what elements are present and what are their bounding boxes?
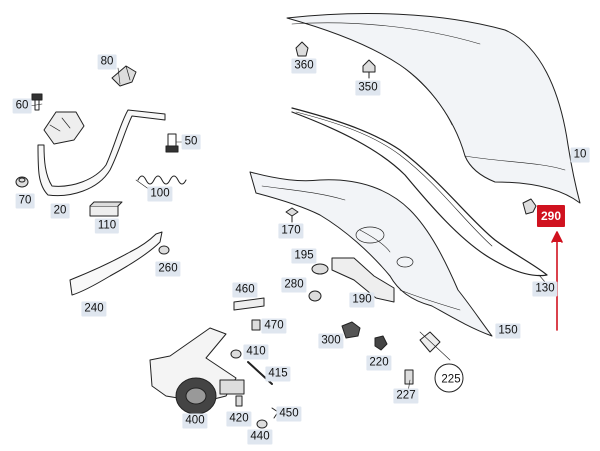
part-label-190: 190 xyxy=(349,292,375,308)
part-label-460: 460 xyxy=(232,282,258,298)
grommet-410 xyxy=(230,349,242,359)
part-label-70: 70 xyxy=(15,193,35,209)
clip-360 xyxy=(295,41,309,57)
pad-110 xyxy=(89,201,123,217)
part-label-410: 410 xyxy=(243,344,269,360)
part-label-450: 450 xyxy=(276,406,302,422)
bolt-170 xyxy=(285,207,299,223)
bracket-80 xyxy=(111,65,137,87)
part-label-150: 150 xyxy=(495,323,521,339)
fitting-440 xyxy=(256,419,268,429)
part-label-290-highlighted: 290 xyxy=(536,205,566,227)
bolt-470 xyxy=(251,319,261,331)
clip-300 xyxy=(341,321,361,339)
grommet-260 xyxy=(158,245,170,255)
part-label-420: 420 xyxy=(226,411,252,427)
part-label-20: 20 xyxy=(50,203,70,219)
strut-240 xyxy=(69,231,163,296)
part-label-240: 240 xyxy=(81,301,107,317)
bracket-460 xyxy=(233,297,265,311)
spring-100 xyxy=(137,175,187,185)
part-label-415: 415 xyxy=(265,366,291,382)
fitting-420 xyxy=(235,395,243,407)
part-label-220: 220 xyxy=(366,355,392,371)
part-label-170: 170 xyxy=(278,223,304,239)
part-label-440: 440 xyxy=(247,429,273,445)
part-label-195: 195 xyxy=(291,248,317,264)
clip-220 xyxy=(374,335,388,351)
trunk-inner-panel xyxy=(249,171,493,337)
motor-assembly-400 xyxy=(149,327,245,415)
part-label-260: 260 xyxy=(155,261,181,277)
fitting-227 xyxy=(404,369,414,385)
part-label-470: 470 xyxy=(261,318,287,334)
hinge-20 xyxy=(37,109,166,197)
bolt-60 xyxy=(31,93,43,111)
part-label-50: 50 xyxy=(181,134,201,150)
part-label-300: 300 xyxy=(318,333,344,349)
part-label-100: 100 xyxy=(147,186,173,202)
trunk-lid-panel xyxy=(286,13,581,204)
part-label-110: 110 xyxy=(94,218,120,234)
trunk-seal xyxy=(291,107,548,277)
part-label-227: 227 xyxy=(393,388,419,404)
part-label-130: 130 xyxy=(532,281,558,297)
clip-195 xyxy=(311,263,329,275)
buffer-part xyxy=(522,198,537,215)
bolt-50 xyxy=(165,133,179,153)
clip-350 xyxy=(362,59,376,79)
part-label-225: 225 xyxy=(441,373,461,386)
bushing-70 xyxy=(15,176,29,188)
part-label-60: 60 xyxy=(12,98,32,114)
grommet-280 xyxy=(308,290,322,302)
part-label-280: 280 xyxy=(281,277,307,293)
part-label-350: 350 xyxy=(355,80,381,96)
part-label-360: 360 xyxy=(291,58,317,74)
part-label-80: 80 xyxy=(97,54,117,70)
part-label-400: 400 xyxy=(182,413,208,429)
bracket-190 xyxy=(331,257,395,303)
part-label-10: 10 xyxy=(570,147,590,163)
